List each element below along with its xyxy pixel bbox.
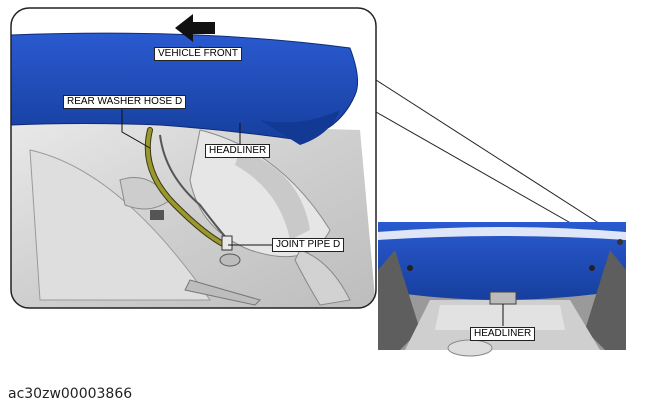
headliner-detail-label: HEADLINER <box>205 144 271 158</box>
detail-frame <box>10 7 377 309</box>
overview-view <box>378 222 626 357</box>
figure-id: ac30zw00003866 <box>8 386 133 402</box>
joint-pipe-label: JOINT PIPE D <box>272 238 345 252</box>
arrow-left-icon <box>175 14 215 42</box>
rear-washer-hose-label: REAR WASHER HOSE D <box>63 95 187 109</box>
vehicle-front-label: VEHICLE FRONT <box>154 47 243 61</box>
detail-view <box>11 8 376 308</box>
headliner-overview-label: HEADLINER <box>470 327 536 341</box>
